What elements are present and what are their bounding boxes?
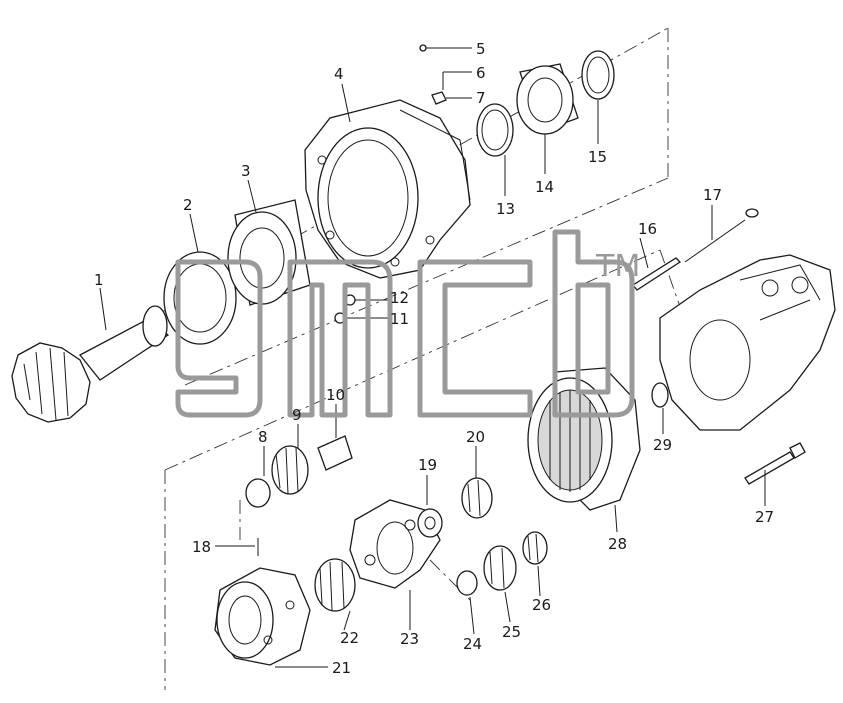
part-gear-25 <box>483 545 517 591</box>
part-planet-gear-22 <box>314 558 356 612</box>
callout-9: 9 <box>292 406 302 424</box>
part-bearing-3 <box>227 199 311 306</box>
part-o-ring-29 <box>651 382 669 408</box>
callout-12: 12 <box>390 289 409 307</box>
part-bearing-14 <box>516 63 579 135</box>
part-small-pins <box>419 44 447 105</box>
part-rod-16 <box>632 257 682 291</box>
callout-18: 18 <box>192 538 211 556</box>
part-seal <box>163 251 237 345</box>
part-carrier-21 <box>214 567 311 666</box>
part-bolt-27 <box>744 442 806 485</box>
callout-15: 15 <box>588 148 607 166</box>
part-ring-gear-28 <box>527 367 641 511</box>
part-washer-19 <box>417 508 443 538</box>
part-sun-gear-20 <box>461 477 493 519</box>
callout-1: 1 <box>94 271 104 289</box>
part-needle-bearing-26 <box>522 531 548 565</box>
callout-24: 24 <box>463 635 482 653</box>
watermark-logo: TM <box>175 229 640 418</box>
part-pin-10 <box>317 435 353 471</box>
part-planet-gear-9 <box>271 445 309 495</box>
callout-4: 4 <box>334 65 344 83</box>
callout-14: 14 <box>535 178 554 196</box>
callout-19: 19 <box>418 456 437 474</box>
callout-25: 25 <box>502 623 521 641</box>
part-pinion-shaft <box>11 305 170 423</box>
callout-7: 7 <box>476 89 486 107</box>
callout-11: 11 <box>390 310 409 328</box>
callout-8: 8 <box>258 428 268 446</box>
callout-2: 2 <box>183 196 193 214</box>
watermark-tm: TM <box>595 249 640 284</box>
callout-3: 3 <box>241 162 251 180</box>
callout-labels: 1 2 3 4 5 6 7 8 9 10 11 12 13 14 15 16 1… <box>94 40 774 677</box>
callout-21: 21 <box>332 659 351 677</box>
callout-20: 20 <box>466 428 485 446</box>
callout-23: 23 <box>400 630 419 648</box>
callout-28: 28 <box>608 535 627 553</box>
callout-26: 26 <box>532 596 551 614</box>
callout-17: 17 <box>703 186 722 204</box>
part-o-ring-13 <box>476 103 514 157</box>
callout-29: 29 <box>653 436 672 454</box>
part-motor-assembly <box>659 254 836 431</box>
part-snap-ring-15 <box>581 50 615 100</box>
part-washer-24 <box>456 570 478 596</box>
callout-5: 5 <box>476 40 486 58</box>
callout-10: 10 <box>326 386 345 404</box>
callout-27: 27 <box>755 508 774 526</box>
callout-6: 6 <box>476 64 486 82</box>
callout-22: 22 <box>340 629 359 647</box>
part-dipstick-17 <box>684 208 759 263</box>
callout-16: 16 <box>638 220 657 238</box>
callout-13: 13 <box>496 200 515 218</box>
part-housing <box>304 99 471 279</box>
part-washer-8 <box>245 478 271 508</box>
leader-lines <box>99 47 766 668</box>
